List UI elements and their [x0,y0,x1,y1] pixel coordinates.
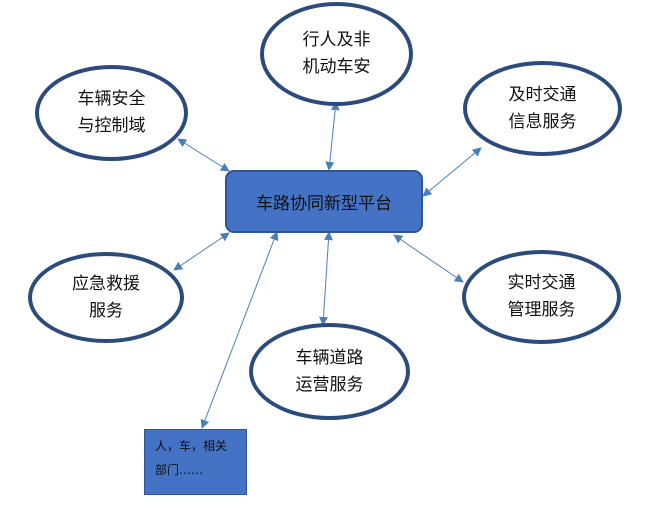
node-vehicle-safety-line2: 与控制域 [77,116,146,136]
connector-emergency [173,232,230,271]
stakeholders-line2: 部门…… [155,463,204,477]
connector-traffic-management [393,234,464,283]
connector-traffic-info [422,147,482,197]
hub-label: 车路协同新型平台 [256,194,392,214]
node-road-operation-line2: 运营服务 [295,374,364,395]
stakeholders-box: 人，车，相关 部门…… [144,429,247,495]
stakeholders-line1: 人，车，相关 [155,439,228,453]
connector-vehicle-safety [177,138,230,172]
node-vehicle-safety-line1: 车辆安全 [77,89,146,109]
connector-road-operation [319,231,333,326]
node-emergency-line1: 应急救援 [72,273,140,294]
node-vehicle-safety: 车辆安全 与控制域 [35,65,188,161]
node-traffic-management: 实时交通 管理服务 [462,250,621,344]
node-pedestrian-line2: 机动车安 [302,57,371,77]
hub-platform: 车路协同新型平台 [225,170,423,233]
node-emergency-line2: 服务 [89,300,123,321]
node-traffic-info-line1: 及时交通 [508,84,577,105]
node-traffic-management-line2: 管理服务 [507,300,576,320]
node-road-operation-line1: 车辆道路 [295,347,364,368]
node-traffic-info-line2: 信息服务 [508,111,577,132]
node-traffic-info: 及时交通 信息服务 [463,61,622,156]
node-pedestrian-line1: 行人及非 [302,30,371,50]
connector-stakeholders [200,231,279,429]
node-traffic-management-line1: 实时交通 [507,273,576,293]
node-pedestrian: 行人及非 机动车安 [260,2,413,106]
node-road-operation: 车辆道路 运营服务 [249,323,410,420]
node-emergency: 应急救援 服务 [28,252,184,343]
connector-pedestrian [325,101,340,171]
